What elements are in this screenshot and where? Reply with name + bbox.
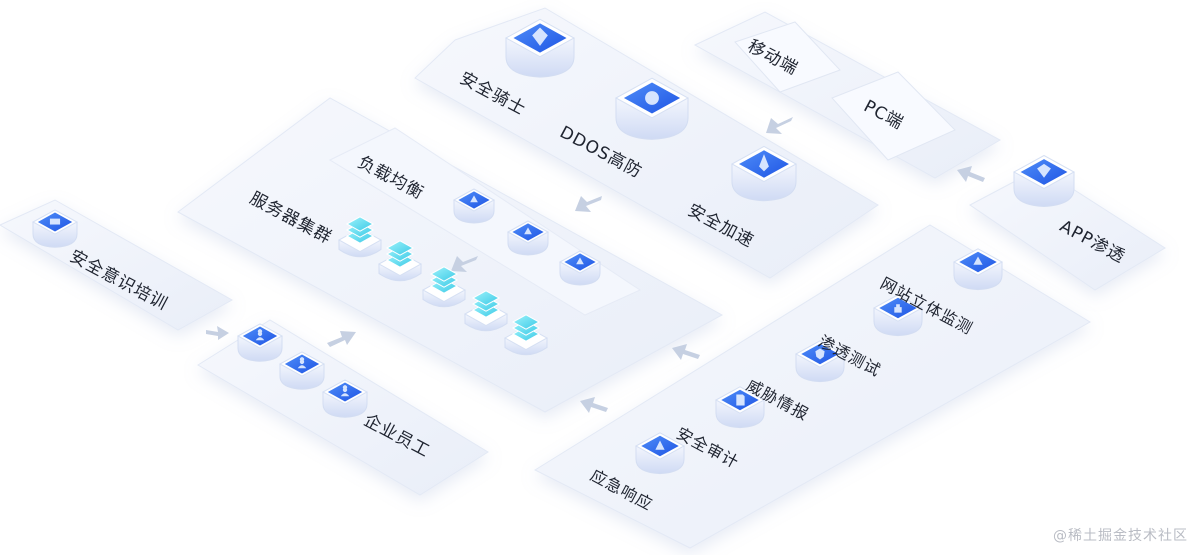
stack-layers-icon (345, 216, 375, 232)
lock-icon (894, 304, 902, 313)
cube-threat-intelligence[interactable] (794, 340, 846, 383)
arrow-accel-to-lb (575, 196, 602, 212)
cube-security-knight[interactable] (504, 18, 576, 78)
screen-icon (49, 218, 61, 225)
arrow-employees-to-servers (327, 331, 356, 347)
cube-server-4[interactable] (463, 290, 509, 332)
cube-penetration-testing[interactable] (872, 294, 924, 337)
cube-emergency-response[interactable] (634, 432, 686, 475)
stack-layers-icon (471, 290, 501, 306)
cube-employee-2[interactable] (278, 351, 326, 390)
shield-globe-icon (532, 27, 548, 46)
shield-icon (815, 348, 825, 360)
gear-icon (645, 91, 659, 105)
alert-icon (655, 440, 665, 450)
user-icon (340, 385, 350, 397)
user-icon (297, 357, 307, 369)
arrow-pc-to-accel (766, 117, 793, 134)
client-tiles (734, 21, 956, 161)
network-node-icon (470, 195, 478, 203)
user-icon (255, 329, 265, 341)
stack-layers-icon (385, 240, 415, 256)
cube-server-1[interactable] (337, 216, 383, 258)
cube-server-3[interactable] (421, 266, 467, 308)
cube-app-penetration[interactable] (1012, 154, 1076, 208)
cube-employee-1[interactable] (236, 323, 284, 362)
cube-security-training[interactable] (31, 209, 79, 248)
cube-security-audit[interactable] (714, 386, 766, 429)
rocket-icon (759, 154, 769, 172)
cube-employee-3[interactable] (321, 379, 369, 418)
cube-server-2[interactable] (377, 240, 423, 282)
cube-security-acceleration[interactable] (730, 145, 798, 202)
target-icon (1037, 163, 1051, 178)
cube-load-balancing-3[interactable] (558, 250, 602, 286)
arrow-services-up-1 (672, 344, 700, 360)
arrow-services-up-2 (580, 397, 608, 413)
platform-servers (177, 97, 724, 413)
arrow-app-to-pc (957, 166, 985, 182)
cubes (31, 18, 1076, 475)
cube-load-balancing-1[interactable] (452, 188, 496, 224)
watermark: @稀土掘金技术社区 (1053, 528, 1188, 544)
network-node-icon (576, 257, 584, 265)
arrow-training-to-employees (206, 326, 229, 340)
pc-tile[interactable] (831, 71, 956, 161)
cube-server-5[interactable] (503, 314, 549, 356)
cube-load-balancing-2[interactable] (506, 220, 550, 256)
monitor-alert-icon (973, 256, 983, 265)
network-node-icon (524, 227, 532, 235)
stack-layers-icon (511, 314, 541, 330)
cube-website-monitoring[interactable] (952, 248, 1004, 291)
arrows (206, 117, 985, 413)
stack-layers-icon (429, 266, 459, 282)
cube-ddos-defense[interactable] (614, 77, 690, 140)
mobile-tile[interactable] (734, 21, 841, 93)
document-icon (736, 394, 745, 406)
arrow-lb-to-servers (451, 256, 478, 272)
